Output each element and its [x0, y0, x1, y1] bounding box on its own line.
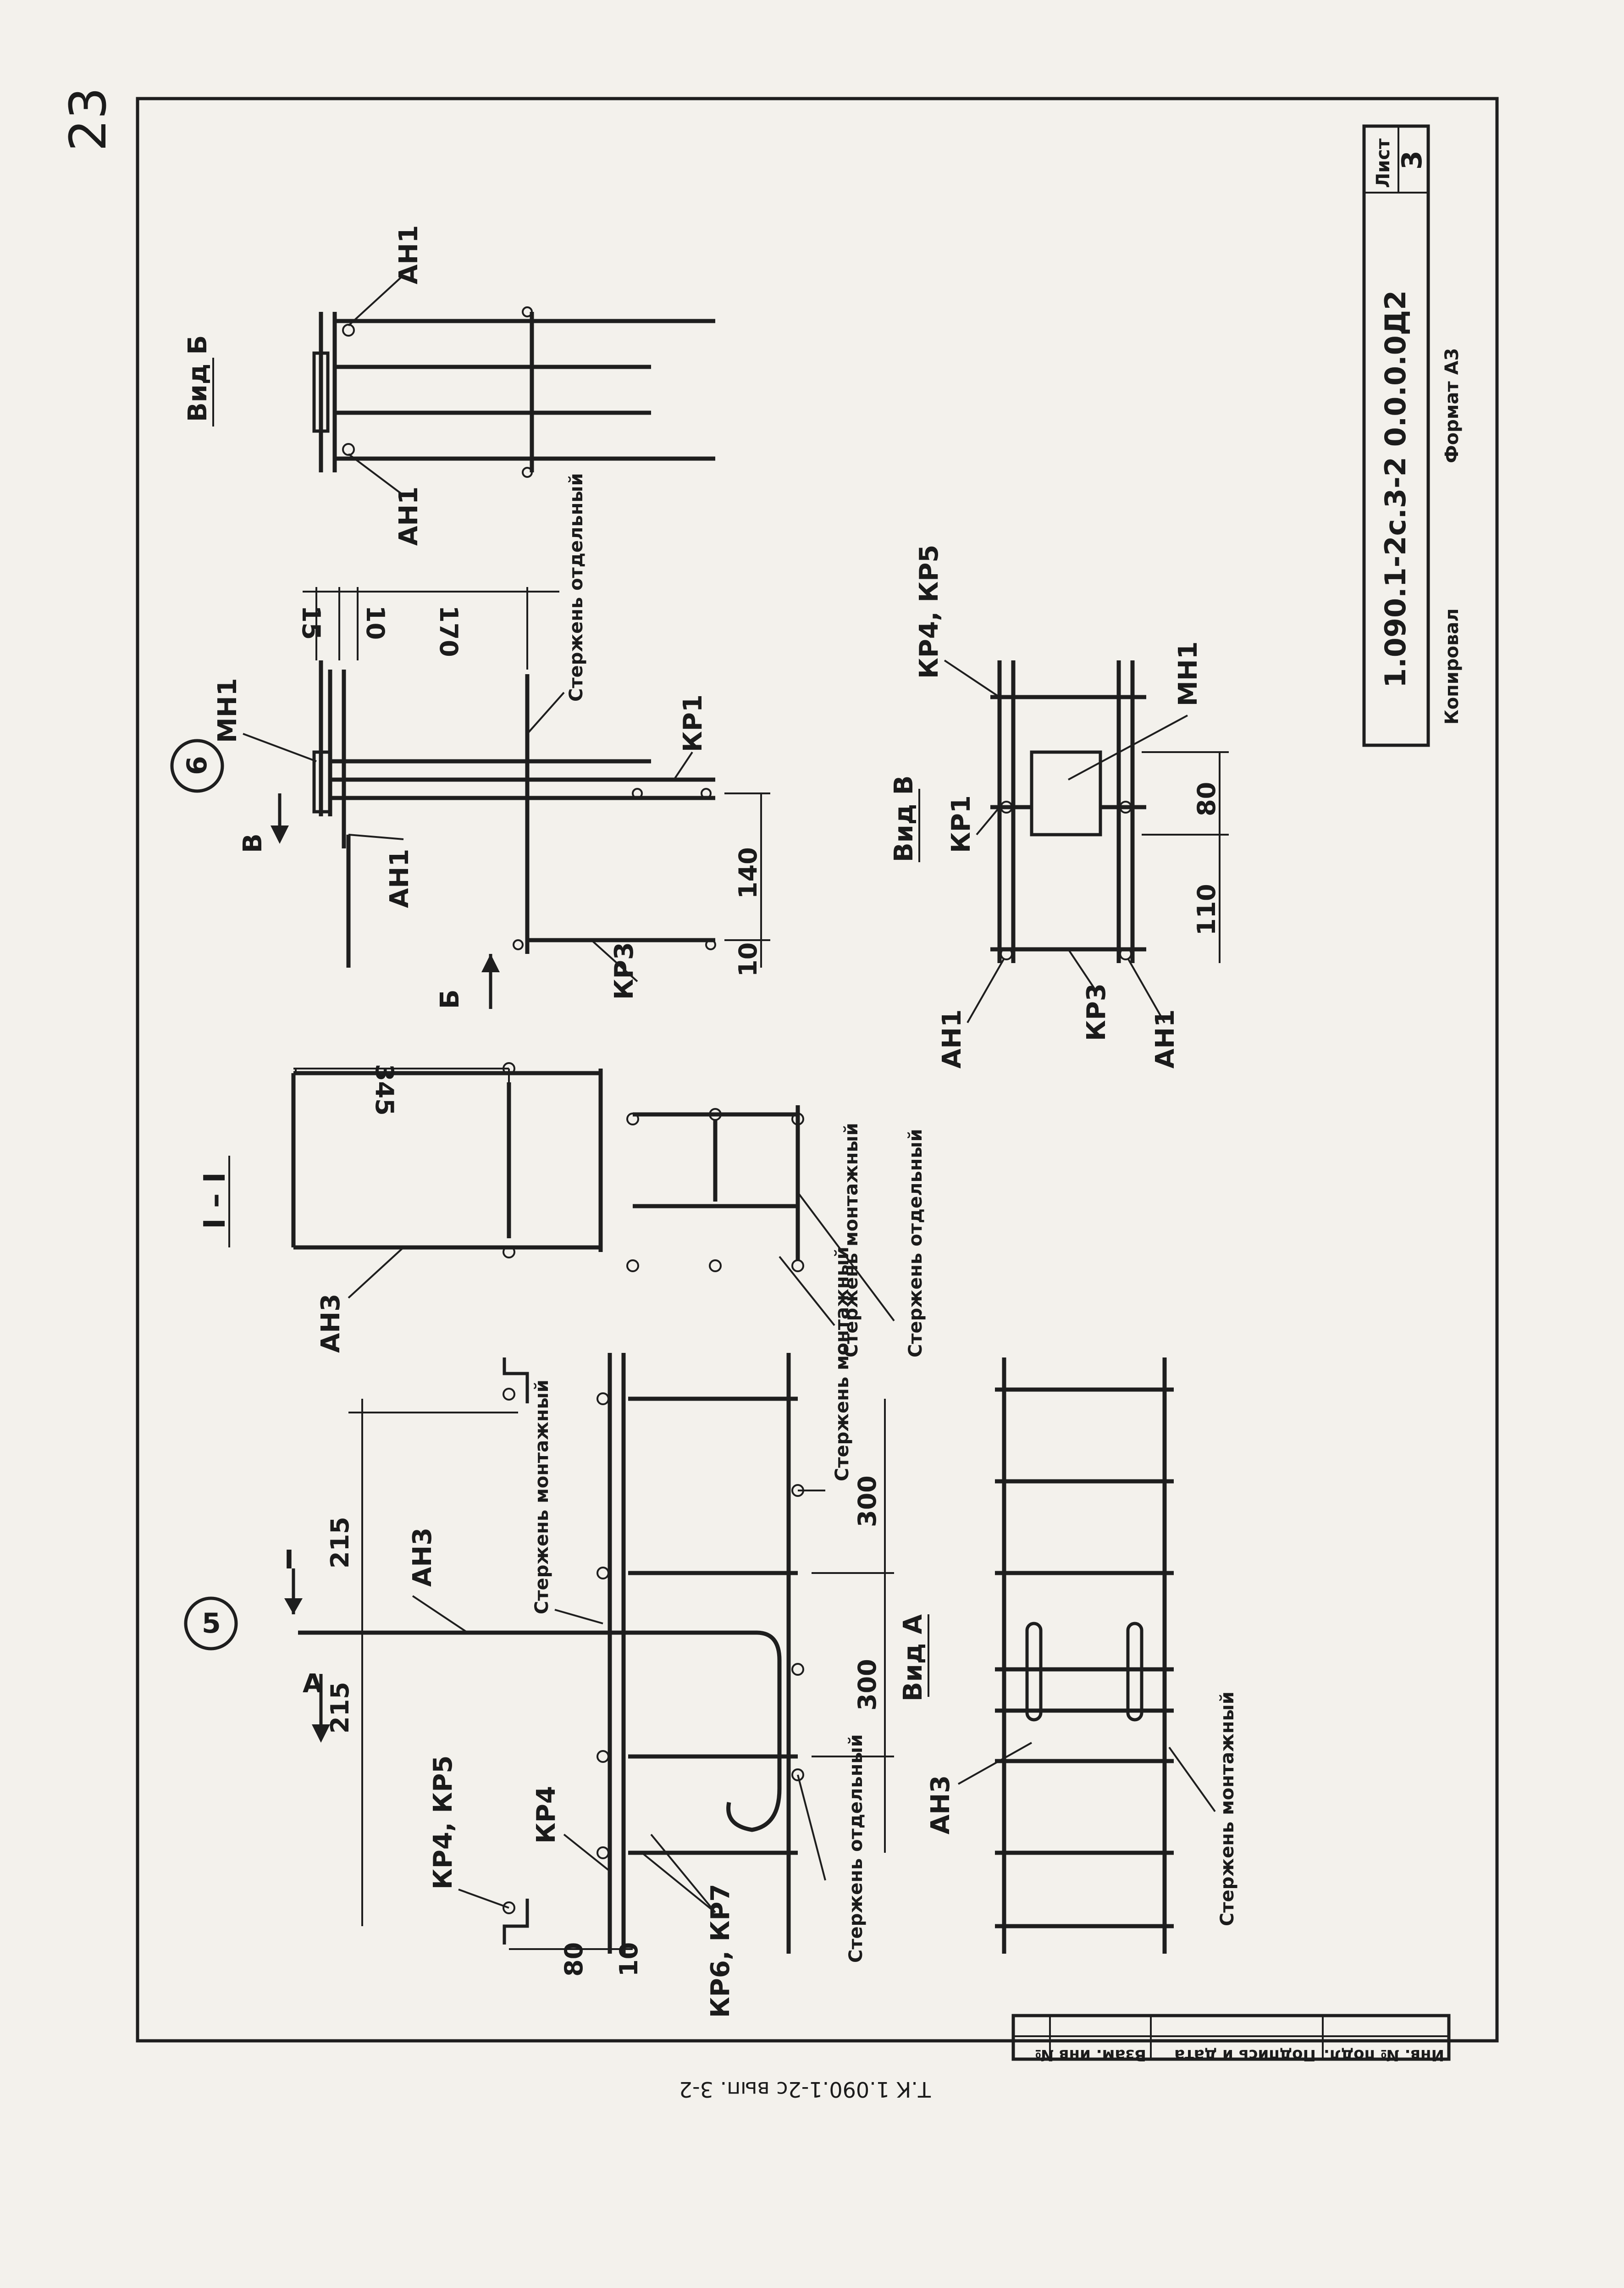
node-5-circle — [184, 1596, 238, 1651]
stamp-cell-inv2: Взам. инв № — [1035, 2046, 1146, 2064]
view-V-ah1-right: АН1 — [1150, 1009, 1180, 1069]
view-V-dim-80: 80 — [1192, 782, 1221, 816]
dim-10: 10 — [614, 1942, 643, 1977]
view-V: Вид В 80 110 КР4, КР5 КР1 МН1 АН1 КР3 — [889, 545, 1229, 1069]
dim-10-a: 10 — [361, 605, 390, 640]
dim-300-a: 300 — [853, 1659, 882, 1711]
view-V-kr1-label: КР1 — [946, 795, 976, 853]
document-code: 1.090.1-2с.3-2 0.0.0.0Д2 — [1379, 290, 1412, 688]
node-6-kr1-label: КР1 — [678, 694, 708, 752]
view-A-ah3-label: АН3 — [926, 1775, 956, 1834]
view-B: Вид Б АН1 АН1 — [183, 225, 715, 546]
node-6-rod-separate: Стержень отдельный — [566, 473, 587, 702]
node-5-rod-mount-2: Стержень монтажный — [832, 1246, 853, 1481]
view-A-rod-mount: Стержень монтажный — [1217, 1691, 1238, 1926]
view-A-title: Вид А — [898, 1614, 928, 1701]
sheet-handwritten-number: 23 — [59, 87, 117, 151]
view-B-title: Вид Б — [183, 335, 213, 422]
title-block: Лист 3 1.090.1-2с.3-2 0.0.0.0Д2 Копирова… — [1362, 124, 1463, 747]
node-6: 6 В Б 15 10 170 — [170, 473, 770, 1009]
dim-215-lower: 215 — [326, 1682, 354, 1734]
dim-140: 140 — [734, 847, 762, 899]
view-V-mh1-label: МН1 — [1173, 641, 1203, 706]
view-B-ah1-top: АН1 — [394, 225, 424, 284]
stamp-cell-sign: Подпись и дата — [1174, 2046, 1316, 2064]
node-5: 5 I А 215 215 АН3 — [184, 1246, 894, 2018]
format-label: Формат А3 — [1442, 348, 1463, 463]
node-6-ah1-label: АН1 — [385, 849, 414, 908]
view-V-kr4-kr5-label: КР4, КР5 — [914, 545, 944, 679]
stamp-cell-inv: Инв. № подл. — [1324, 2046, 1444, 2064]
sheet-number: 3 — [1396, 150, 1428, 170]
node-6-number: 6 — [181, 756, 213, 775]
sheet-label: Лист — [1373, 138, 1394, 188]
node-5-view-marker: А — [303, 1669, 323, 1699]
left-stamp: Инв. № подл. Подпись и дата Взам. инв № … — [679, 2014, 1451, 2102]
dim-170: 170 — [434, 605, 463, 657]
node-6-mh1-label: МН1 — [213, 678, 243, 743]
dim-300-b: 300 — [853, 1475, 882, 1527]
section-I-ah3-label: АН3 — [316, 1294, 346, 1353]
dim-15: 15 — [297, 605, 326, 640]
node-6-kr3-label: КР3 — [609, 942, 639, 1000]
node-5-kr6-kr7-label: КР6, КР7 — [706, 1884, 735, 2018]
node-6-view-marker-B: Б — [435, 989, 465, 1009]
section-I-title: I – I — [198, 1172, 232, 1229]
sheet-frame — [136, 97, 1499, 2043]
node-5-rod-mount-1: Стержень монтажный — [531, 1379, 552, 1614]
section-I-rod-separate: Стержень отдельный — [905, 1129, 926, 1357]
view-V-kr3-label: КР3 — [1082, 983, 1111, 1041]
dim-215-upper: 215 — [326, 1517, 354, 1568]
dim-80: 80 — [559, 1942, 588, 1977]
node-5-number: 5 — [202, 1607, 221, 1640]
view-V-title: Вид В — [889, 776, 919, 862]
copied-label: Копировал — [1442, 608, 1463, 725]
node-5-rod-separate: Стержень отдельный — [845, 1734, 867, 1963]
view-A: Вид А АН3 Стержень монтажный — [898, 1357, 1238, 1954]
dim-345: 345 — [370, 1064, 399, 1116]
section-I: I – I 345 АН3 Стержень монтажный Стержен… — [198, 1062, 926, 1357]
node-5-section-marker: I — [284, 1545, 294, 1575]
node-5-kr4-kr5-label: КР4, КР5 — [428, 1756, 458, 1889]
node-6-view-marker-V: В — [238, 833, 268, 853]
view-B-ah1-bottom: АН1 — [394, 487, 424, 546]
section-I-rod-mount: Стержень монтажный — [841, 1123, 862, 1357]
view-V-dim-110: 110 — [1192, 884, 1221, 936]
view-V-ah1-left: АН1 — [937, 1009, 967, 1069]
series-label: Т.К 1.090.1-2с вып. 3-2 — [679, 2077, 931, 2102]
node-5-ah3-label: АН3 — [408, 1528, 437, 1587]
dim-10-b: 10 — [734, 942, 762, 977]
node-5-kr4-label: КР4 — [531, 1786, 561, 1844]
